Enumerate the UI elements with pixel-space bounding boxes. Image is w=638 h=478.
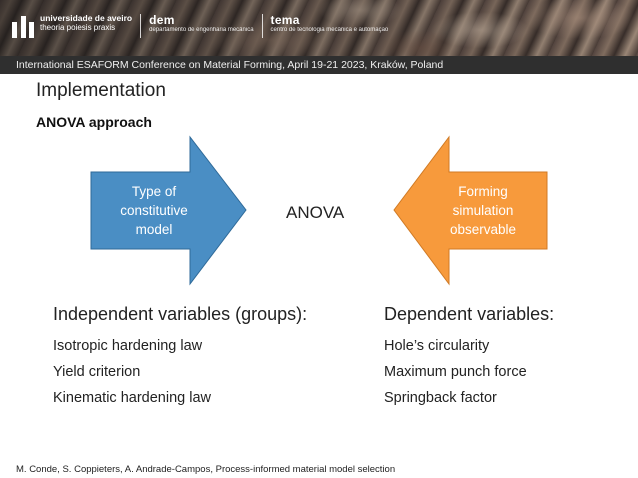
left-pointing-arrow-shape (393, 135, 548, 286)
dependent-variables-column: Dependent variables: Hole’s circularity … (384, 304, 554, 411)
header-banner: universidade de aveiro theoria poiesis p… (0, 0, 638, 56)
dependent-variables-heading: Dependent variables: (384, 304, 555, 324)
independent-variables-heading: Independent variables (groups): (53, 304, 308, 324)
right-pointing-arrow-shape (90, 135, 247, 286)
list-item: Isotropic hardening law (53, 338, 203, 354)
list-item: Maximum punch force (384, 364, 527, 380)
banner-shade (0, 0, 638, 56)
tema-logo: tema centro de tecnologia mecânica e aut… (271, 14, 389, 34)
university-motto: theoria poiesis praxis (40, 23, 116, 32)
tema-title: tema (270, 13, 300, 27)
conference-bar: International ESAFORM Conference on Mate… (0, 56, 638, 74)
anova-label: ANOVA (286, 203, 345, 222)
logo-group: universidade de aveiro theoria poiesis p… (12, 14, 388, 38)
dem-subtitle: departamento de engenharia mecânica (149, 27, 254, 33)
university-logo-icon (12, 14, 34, 38)
dem-logo: dem departamento de engenharia mecânica (149, 14, 253, 34)
right-arrow-label: Forming simulation observable (449, 184, 517, 237)
list-item: Hole’s circularity (384, 338, 490, 354)
university-logo-text: universidade de aveiro theoria poiesis p… (40, 13, 133, 33)
logo-separator (261, 14, 263, 38)
tema-subtitle: centro de tecnologia mecânica e automaçã… (270, 27, 389, 33)
list-item: Springback factor (384, 390, 497, 406)
independent-variables-column: Independent variables (groups): Isotropi… (53, 304, 307, 411)
university-name: universidade de aveiro (40, 13, 133, 23)
slide-title: Implementation (36, 80, 166, 101)
list-item: Kinematic hardening law (53, 390, 211, 406)
list-item: Yield criterion (53, 364, 141, 380)
slide-subtitle: ANOVA approach (36, 114, 152, 130)
dem-title: dem (149, 13, 175, 27)
footer-citation: M. Conde, S. Coppieters, A. Andrade-Camp… (16, 464, 396, 475)
logo-separator (140, 14, 142, 38)
left-arrow-label: Type of constitutive model (120, 184, 188, 237)
